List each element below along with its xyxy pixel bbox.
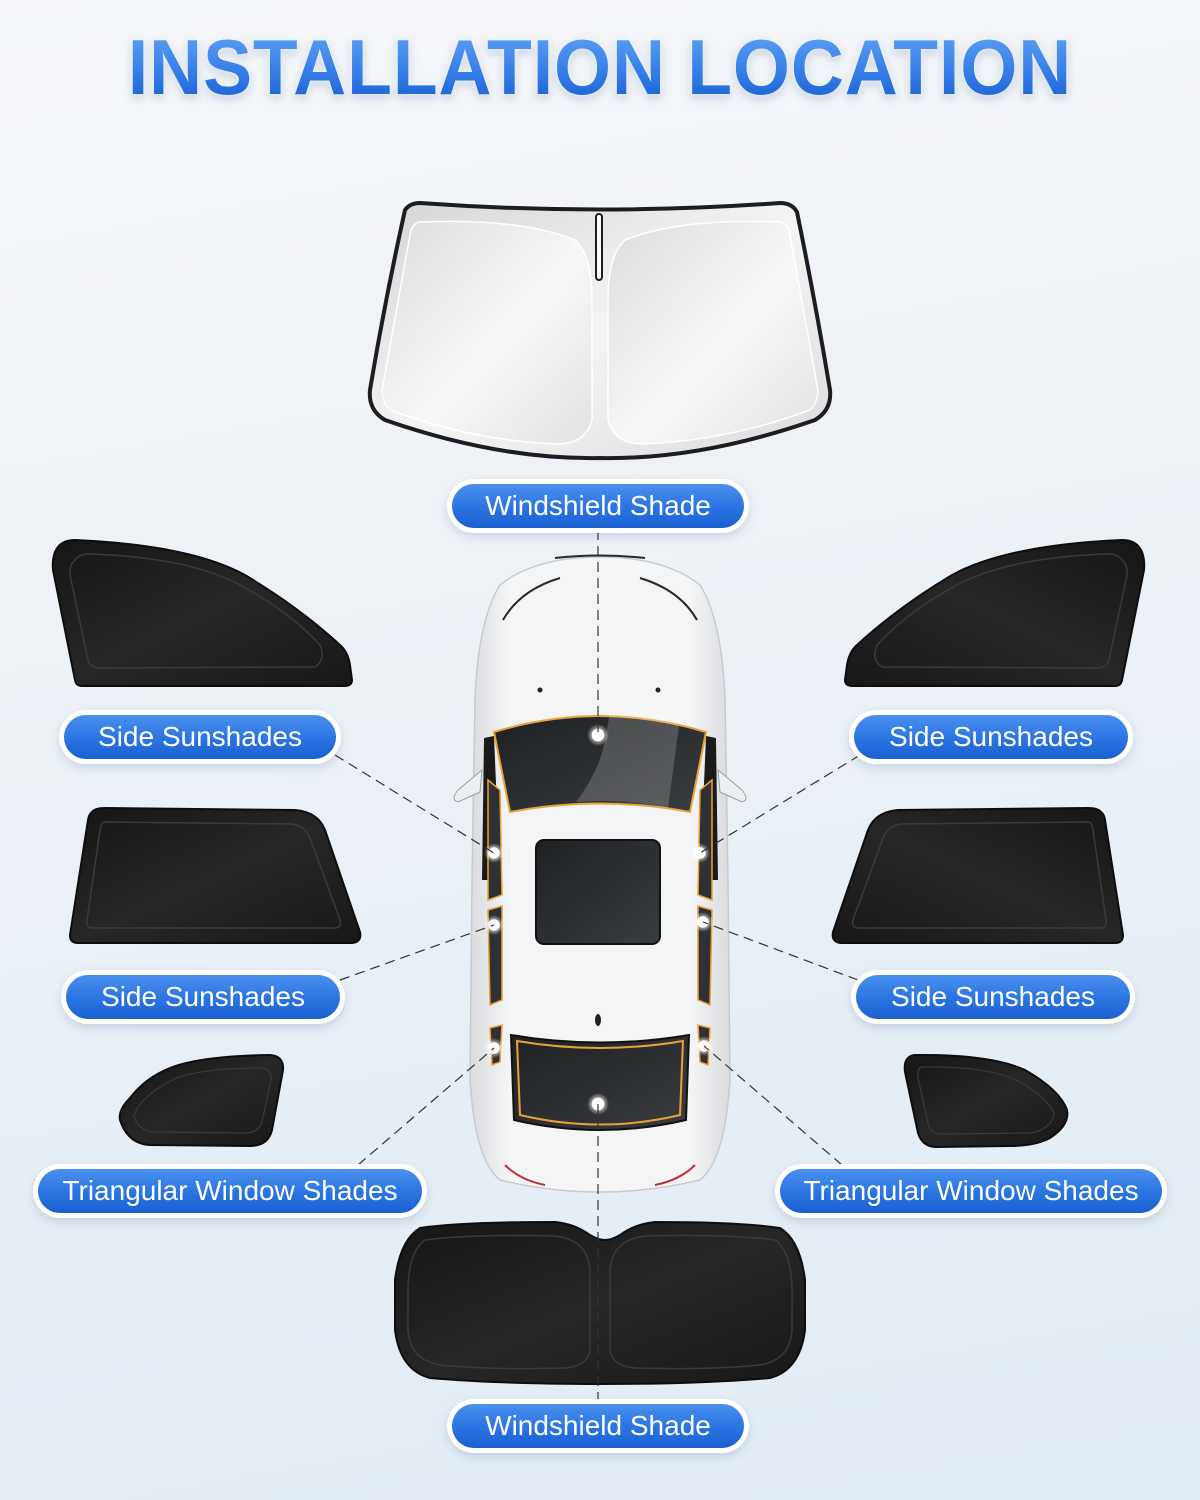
label-side-front-left: Side Sunshades	[64, 715, 336, 759]
side-shade-rear-left	[68, 806, 362, 944]
label-side-rear-left: Side Sunshades	[66, 975, 340, 1019]
install-point-front-left	[484, 843, 504, 863]
install-point-front-windshield	[587, 724, 609, 746]
label-side-front-right: Side Sunshades	[854, 715, 1128, 759]
side-shade-rear-right	[831, 806, 1125, 944]
side-shade-front-right	[843, 538, 1146, 687]
page-title: INSTALLATION LOCATION	[36, 22, 1164, 112]
label-triangular-right: Triangular Window Shades	[780, 1169, 1162, 1213]
label-triangular-left: Triangular Window Shades	[38, 1169, 422, 1213]
label-windshield-front: Windshield Shade	[452, 484, 744, 528]
rear-windshield-shade	[394, 1220, 806, 1386]
label-side-rear-right: Side Sunshades	[856, 975, 1130, 1019]
triangular-shade-left	[118, 1053, 285, 1148]
install-point-front-right	[690, 843, 710, 863]
car-top-view	[453, 554, 747, 1193]
label-windshield-rear: Windshield Shade	[452, 1404, 744, 1448]
triangular-shade-right	[903, 1053, 1069, 1149]
connector-lines	[334, 530, 861, 1400]
front-windshield-shade	[367, 200, 833, 461]
side-shade-front-left	[51, 538, 354, 687]
